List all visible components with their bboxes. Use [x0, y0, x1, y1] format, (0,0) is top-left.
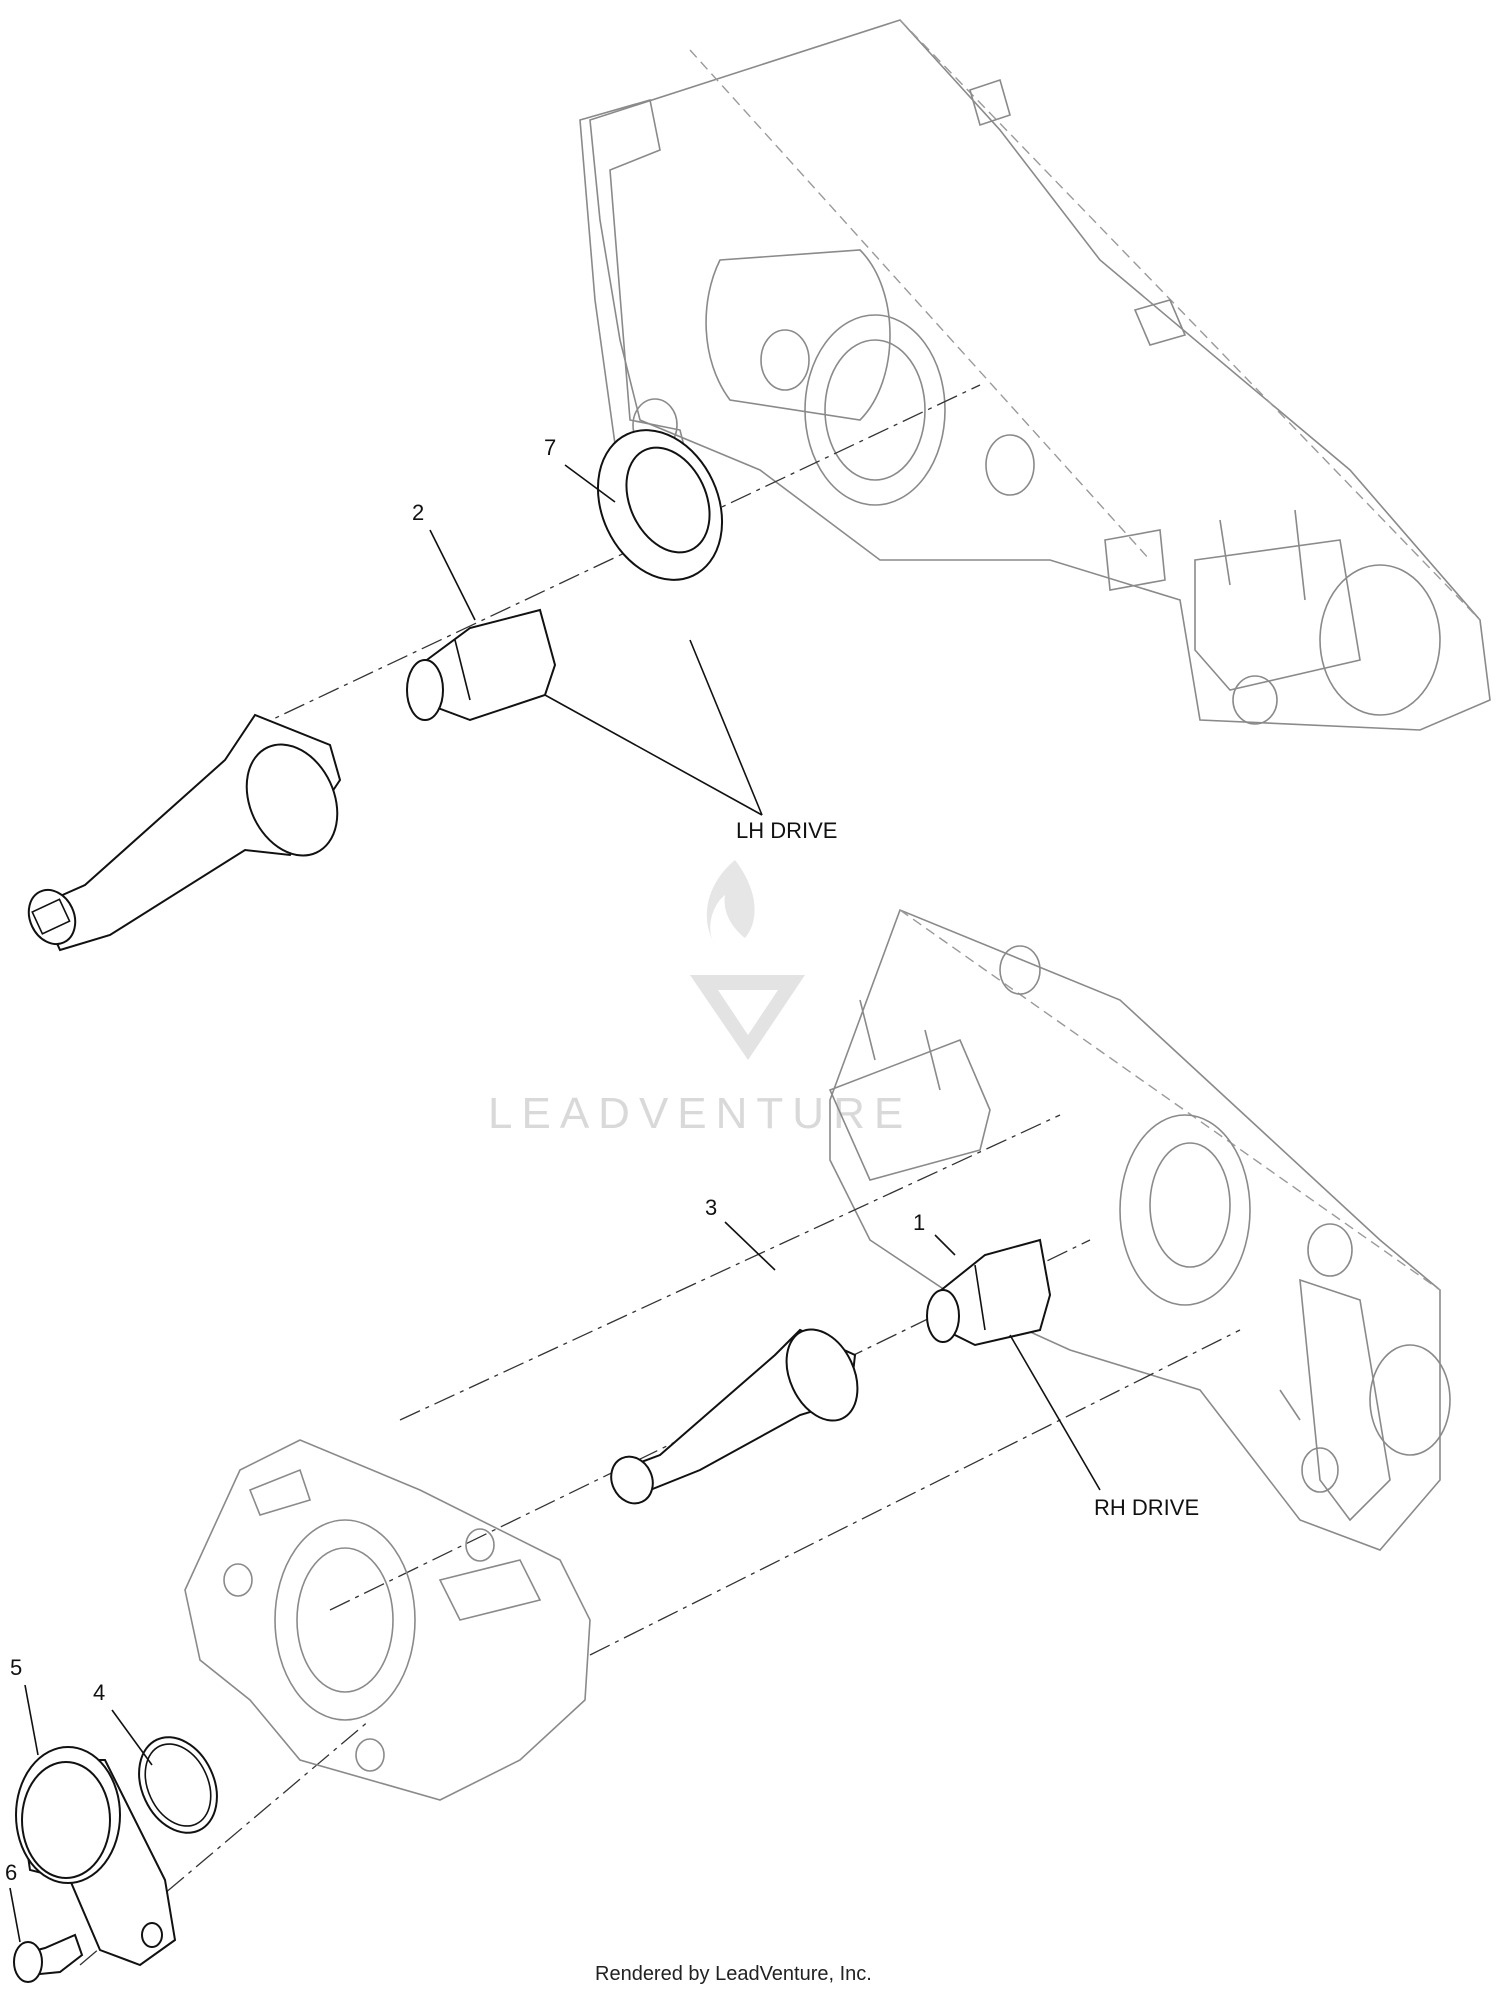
rh-alignment-axis-upper	[399, 1114, 1061, 1421]
watermark-v-icon	[690, 975, 805, 1060]
callouts: 7 2 1 3 4 5 6	[5, 435, 925, 1885]
callout-4: 4	[93, 1680, 105, 1705]
leader-lines	[9, 464, 1101, 1943]
watermark-flame-icon	[706, 860, 755, 945]
callout-1: 1	[913, 1210, 925, 1235]
leader-lh-drive-b	[689, 639, 763, 816]
leader-5	[24, 1684, 39, 1756]
rh-alignment-axis-lower	[589, 1329, 1241, 1656]
leader-1	[934, 1234, 956, 1256]
leader-lh-drive-a	[544, 694, 763, 816]
leader-rh-drive	[1009, 1334, 1101, 1491]
callout-3: 3	[705, 1195, 717, 1220]
leader-6	[9, 1887, 21, 1943]
assembly-labels: LH DRIVE RH DRIVE	[736, 818, 1199, 1520]
callout-2: 2	[412, 500, 424, 525]
lh-parts	[27, 384, 981, 952]
rh-drive-label: RH DRIVE	[1094, 1495, 1199, 1520]
leader-3	[724, 1221, 776, 1271]
callout-6: 6	[5, 1860, 17, 1885]
lh-assembly-axis	[249, 384, 981, 731]
leader-2	[429, 529, 476, 621]
callout-7: 7	[544, 435, 556, 460]
callout-5: 5	[10, 1655, 22, 1680]
lh-drive-label: LH DRIVE	[736, 818, 837, 843]
rh-parts	[13, 1114, 1241, 1983]
footer-credit: Rendered by LeadVenture, Inc.	[595, 1963, 872, 1985]
rh-transmission-housing	[828, 908, 1451, 1551]
rh-bolt-axis	[79, 1719, 371, 1966]
leader-7	[564, 464, 616, 503]
lh-transmission-housing	[579, 19, 1491, 731]
leader-4	[111, 1709, 153, 1766]
watermark: LEADVENTURE	[488, 860, 903, 1138]
